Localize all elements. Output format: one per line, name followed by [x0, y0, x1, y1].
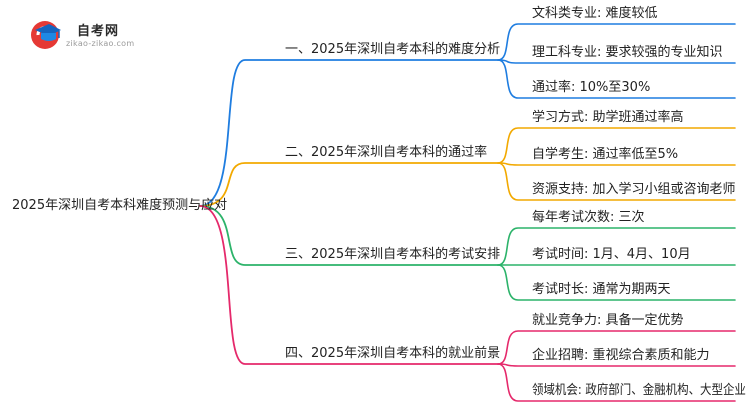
branch-employment-prospects: 四、2025年深圳自考本科的就业前景 [285, 346, 501, 361]
connector-line [497, 330, 736, 365]
connector-line [497, 363, 736, 367]
leaf-pass-rate-range: 通过率: 10%至30% [532, 80, 651, 95]
connector-line [497, 363, 736, 402]
root-topic: 2025年深圳自考本科难度预测与应对 [12, 198, 228, 213]
connector-line [497, 162, 736, 166]
leaf-self-study-candidates: 自学考生: 通过率低至5% [532, 147, 679, 162]
connector-line [199, 59, 499, 207]
logo-subtitle: zikao-zikao.com [66, 39, 135, 48]
leaf-liberal-arts-difficulty: 文科类专业: 难度较低 [532, 6, 658, 21]
branch-exam-schedule: 三、2025年深圳自考本科的考试安排 [285, 247, 501, 262]
leaf-exam-months: 考试时间: 1月、4月、10月 [532, 247, 691, 262]
leaf-science-engineering: 理工科专业: 要求较强的专业知识 [532, 45, 723, 60]
connector-line [497, 23, 736, 61]
leaf-exam-duration: 考试时长: 通常为期两天 [532, 282, 671, 297]
connector-line [497, 264, 736, 301]
leaf-resource-support: 资源支持: 加入学习小组或咨询老师 [532, 182, 736, 197]
branch-pass-rate: 二、2025年深圳自考本科的通过率 [285, 145, 488, 160]
leaf-corporate-hiring: 企业招聘: 重视综合素质和能力 [532, 348, 710, 363]
leaf-study-method: 学习方式: 助学班通过率高 [532, 110, 684, 125]
branch-difficulty-analysis: 一、2025年深圳自考本科的难度分析 [285, 42, 501, 57]
leaf-sector-opportunities: 领域机会: 政府部门、金融机构、大型企业 [532, 383, 746, 398]
leaf-competitiveness: 就业竞争力: 具备一定优势 [532, 313, 684, 328]
connector-line [497, 227, 736, 266]
connector-line [199, 162, 499, 207]
graduation-cap-icon [31, 21, 61, 49]
connector-line [497, 59, 736, 64]
connector-line [199, 205, 499, 365]
connector-line [497, 162, 736, 201]
logo-title: 自考网 [77, 24, 120, 39]
connector-line [497, 127, 736, 164]
connector-line [497, 59, 736, 99]
connector-line [199, 205, 499, 266]
leaf-exams-per-year: 每年考试次数: 三次 [532, 210, 645, 225]
site-logo: 自考网 zikao-zikao.com [29, 18, 139, 54]
